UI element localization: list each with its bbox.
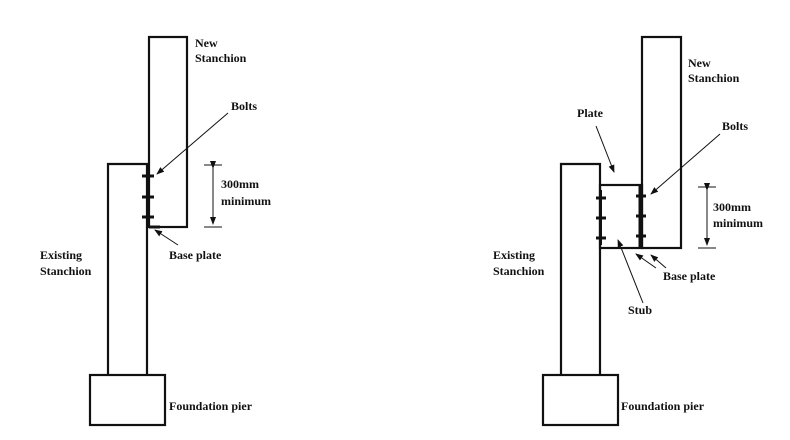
label-base-plate: Base plate: [169, 248, 222, 262]
new-stanchion: [147, 35, 189, 229]
label-plate: Plate: [577, 106, 604, 120]
bolts: [596, 194, 646, 240]
plate-arrow: [595, 125, 615, 173]
foundation-pier: [88, 373, 167, 427]
left-detail: New Stanchion Bolts 300mm minimum Base p…: [40, 35, 271, 427]
base-plate-arrow-1: [635, 253, 657, 269]
stub: [598, 183, 644, 250]
base-plate-arrow: [154, 229, 179, 246]
dimension-line: [698, 183, 716, 249]
existing-stanchion: [559, 162, 602, 375]
label-existing-stanchion: Existing: [40, 248, 82, 262]
label-new-stanchion: New: [195, 36, 218, 50]
bolts-arrow: [156, 112, 229, 175]
label-bolts: Bolts: [722, 119, 748, 133]
label-new-stanchion: New: [688, 56, 711, 70]
stub-arrow: [617, 239, 644, 304]
right-detail: New Stanchion Plate Bolts 300mm minimum …: [493, 35, 763, 427]
label-dimension: 300mm: [713, 200, 751, 214]
label-dimension-2: minimum: [713, 216, 763, 230]
bolts: [142, 174, 154, 219]
label-foundation: Foundation pier: [621, 399, 705, 413]
label-bolts: Bolts: [231, 99, 257, 113]
label-existing-stanchion: Existing: [493, 248, 535, 262]
label-dimension-2: minimum: [221, 194, 271, 208]
existing-stanchion: [106, 162, 149, 375]
label-existing-stanchion-2: Stanchion: [493, 264, 545, 278]
label-new-stanchion-2: Stanchion: [688, 71, 740, 85]
label-base-plate: Base plate: [663, 269, 716, 283]
label-stub: Stub: [628, 303, 652, 317]
label-dimension: 300mm: [221, 177, 259, 191]
bolts-arrow: [650, 133, 721, 195]
label-foundation: Foundation pier: [169, 399, 253, 413]
label-new-stanchion-2: Stanchion: [195, 51, 247, 65]
dimension-line: [204, 161, 222, 228]
foundation-pier: [541, 373, 620, 427]
new-stanchion: [640, 35, 683, 250]
label-existing-stanchion-2: Stanchion: [40, 264, 92, 278]
base-plate-arrow-2: [650, 254, 667, 269]
